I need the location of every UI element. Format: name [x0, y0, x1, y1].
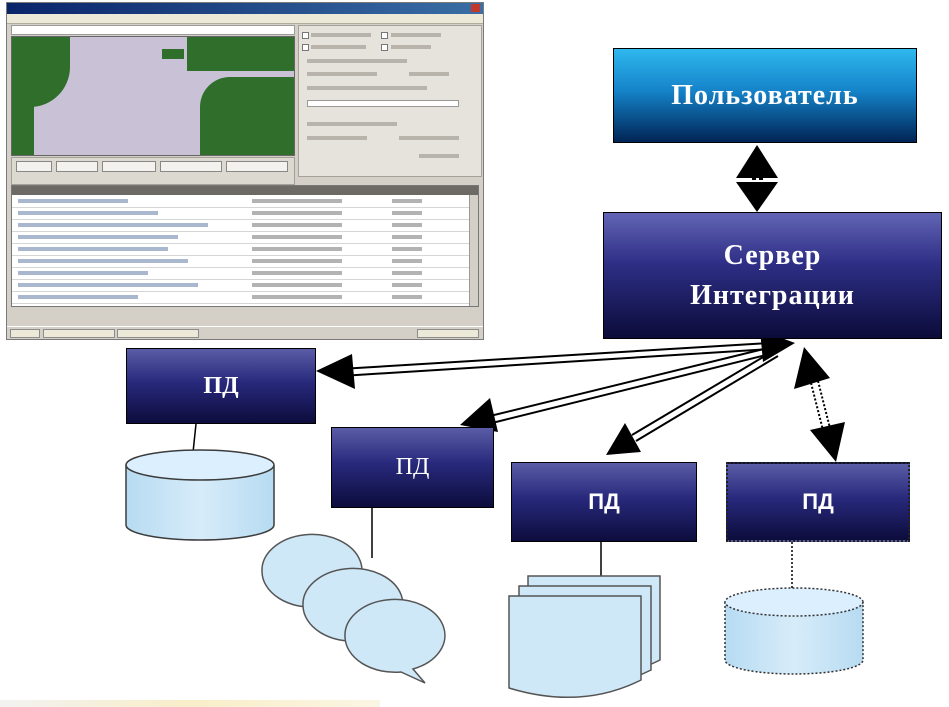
message-bubbles-icon	[261, 533, 446, 684]
taskbar	[7, 326, 483, 339]
window-menubar	[7, 14, 483, 24]
toolbar-controls	[11, 157, 295, 185]
pd-box-4-dotted: ПД	[726, 462, 910, 542]
settings-panel	[298, 25, 482, 177]
server-pd3-arrow	[606, 349, 779, 455]
documents-stack-icon	[508, 575, 661, 699]
pd-box-1: ПД	[126, 348, 316, 424]
window-titlebar	[7, 3, 483, 14]
server-label-line2: Интеграции	[690, 279, 855, 311]
pd-label: ПД	[802, 489, 834, 514]
server-label-line1: Сервер	[723, 239, 822, 271]
database-cylinder	[125, 449, 275, 541]
server-pd4-dotted-arrow	[794, 347, 845, 462]
pd-label: ПД	[395, 454, 430, 480]
user-box: Пользователь	[613, 48, 917, 143]
close-icon	[471, 4, 480, 12]
world-map	[11, 36, 295, 156]
address-bar	[11, 25, 295, 35]
pd-box-3: ПД	[511, 462, 697, 542]
integration-server-box: Сервер Интеграции	[603, 212, 942, 339]
table-scrollbar	[469, 195, 478, 306]
user-server-arrow	[736, 145, 778, 212]
database-cylinder-dotted	[724, 587, 864, 675]
server-pd2-arrow	[460, 346, 775, 432]
pd-label: ПД	[203, 372, 239, 399]
bottom-decorative-strip	[0, 700, 380, 707]
app-screenshot-thumbnail	[6, 2, 484, 340]
pd-box-2: ПД	[331, 427, 494, 508]
user-label: Пользователь	[671, 79, 859, 111]
pd-label: ПД	[588, 489, 620, 514]
results-table	[11, 185, 479, 307]
